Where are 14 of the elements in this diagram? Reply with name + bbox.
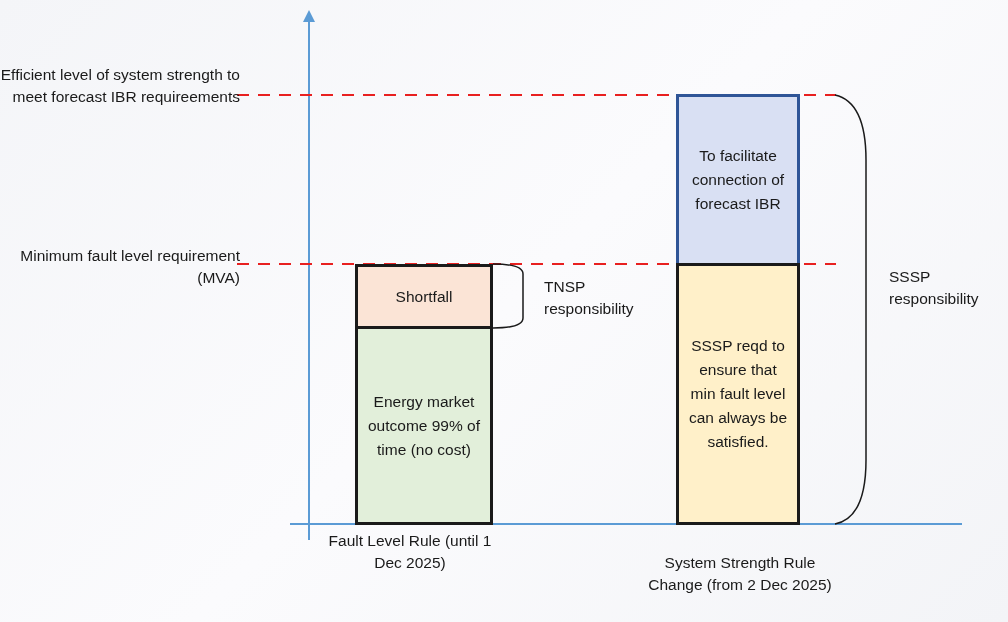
energy-market-bar-segment: [355, 326, 493, 525]
category-label: System Strength Rule Change (from 2 Dec 2025): [647, 553, 833, 595]
sssp-bar-segment: [676, 263, 800, 525]
bracket-label: TNSP responsibility: [544, 277, 635, 319]
threshold-label: Efficient level of system strength to meet forecast IBR requireements: [0, 65, 240, 107]
shortfall-bar-segment: [355, 264, 493, 329]
bar-text: SSSP reqd to ensure that min fault level can always be satisfied.: [687, 336, 789, 452]
bar-text: Shortfall: [395, 286, 453, 307]
bar-text: To facilitate connection of forecast IBR: [690, 146, 786, 214]
threshold-label: Minimum fault level requirement (MVA): [19, 246, 240, 288]
bracket-label: SSSP responsibility: [889, 267, 980, 309]
forecast-ibr-bar-segment: [676, 94, 800, 266]
category-label: Fault Level Rule (until 1 Dec 2025): [327, 531, 493, 573]
bar-text: Energy market outcome 99% of time (no cost): [367, 391, 481, 460]
